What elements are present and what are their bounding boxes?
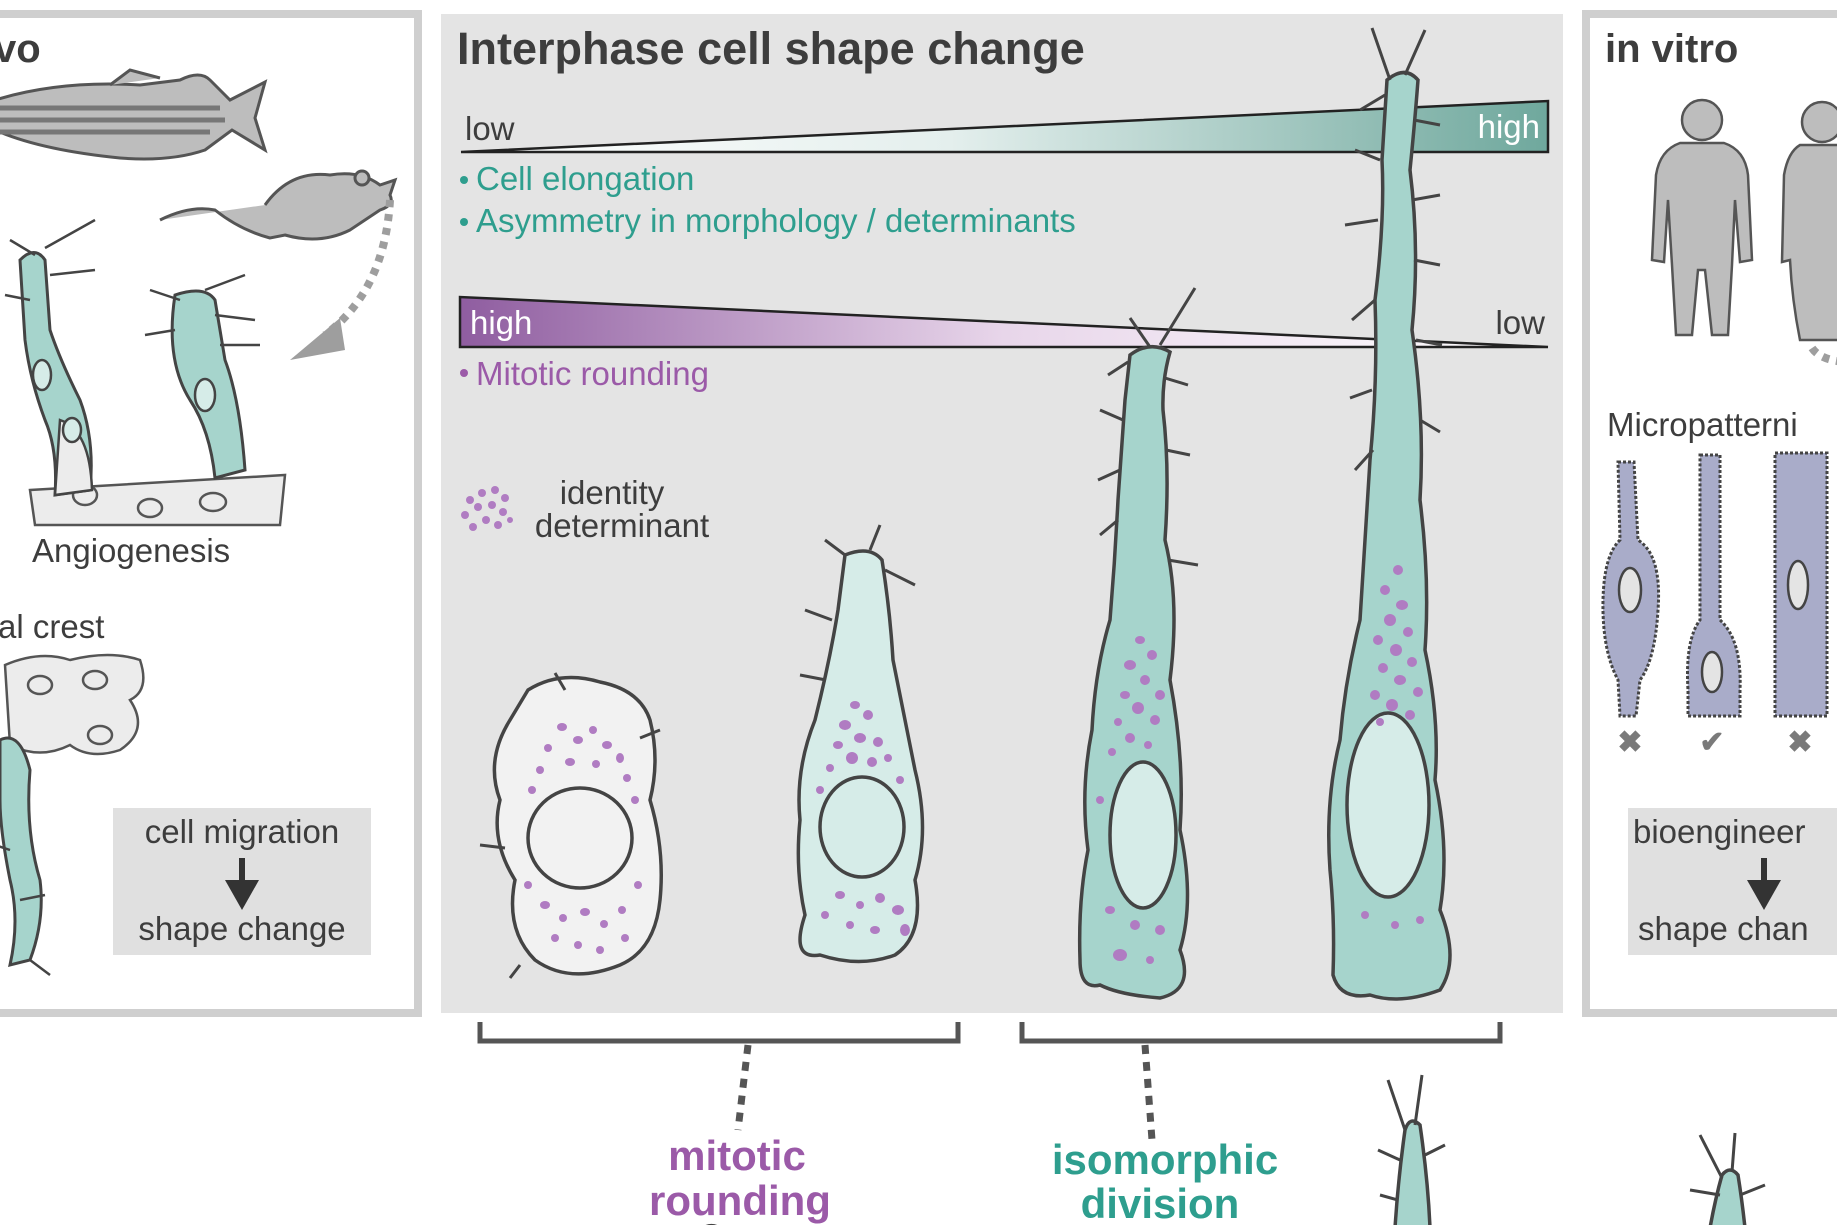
cross-icon: ✖ <box>1787 726 1812 759</box>
cell-migration-label: cell migration <box>145 813 339 850</box>
neural-crest-label: al crest <box>0 608 104 645</box>
bar1-low-label: low <box>465 110 515 147</box>
bullet-dot <box>460 176 468 184</box>
mitotic-rounding-line2: rounding <box>649 1177 831 1224</box>
zebrafish-icon <box>0 68 268 161</box>
shape-change-label-right: shape chan <box>1638 910 1809 947</box>
determinant-dots <box>1096 636 1165 964</box>
bullet-cell-elongation: Cell elongation <box>476 160 694 197</box>
center-panel-title: Interphase cell shape change <box>457 23 1085 74</box>
cell-pear <box>796 524 925 964</box>
bottom-cell-tip <box>1689 1132 1766 1225</box>
dotted-arrow-right <box>1808 345 1837 366</box>
bar2-high-label: high <box>470 304 532 341</box>
neural-crest-illustration <box>0 653 145 976</box>
bracket-mitotic <box>477 1022 961 1044</box>
bracket-isomorphic <box>1019 1022 1503 1044</box>
left-panel-title: vo <box>0 27 41 71</box>
legend-identity: identity <box>560 474 665 511</box>
rounding-gradient-bar <box>458 295 1549 349</box>
bioengineering-box <box>1628 808 1837 955</box>
isomorphic-division-line2: division <box>1081 1180 1240 1225</box>
mitotic-rounding-line1: mitotic <box>668 1132 806 1179</box>
bar1-high-label: high <box>1478 108 1540 145</box>
arrow-down-icon <box>225 880 259 910</box>
determinant-dots <box>1361 565 1424 929</box>
human-icon <box>1650 98 1754 337</box>
angiogenesis-label: Angiogenesis <box>32 532 230 569</box>
dotted-connector-mitotic <box>734 1044 752 1131</box>
determinant-legend-icon <box>461 486 513 531</box>
bottom-section: mitotic rounding isomorphic division <box>477 1022 1766 1225</box>
cell-highly-elongated <box>1327 27 1452 1001</box>
bullet-mitotic-rounding: Mitotic rounding <box>476 355 709 392</box>
bar2-low-label: low <box>1495 304 1545 341</box>
check-icon: ✔ <box>1699 726 1724 759</box>
center-panel: Interphase cell shape change low high Ce… <box>441 14 1563 1013</box>
arrow-head-icon <box>290 318 345 360</box>
legend-determinant: determinant <box>535 507 709 544</box>
determinant-dots <box>524 723 642 954</box>
determinant-dots <box>816 701 910 936</box>
vessel-illustration <box>4 218 287 527</box>
right-panel-title: in vitro <box>1605 27 1738 71</box>
shape-change-label-left: shape change <box>138 910 345 947</box>
cross-icon: ✖ <box>1617 726 1642 759</box>
cell-elongated <box>1077 287 1199 1000</box>
dotted-connector-isomorphic <box>1141 1044 1156 1141</box>
arrow-down-icon <box>1747 880 1781 910</box>
bioengineering-label: bioengineer <box>1633 813 1805 850</box>
bullet-dot <box>460 369 468 377</box>
micropatterning-label: Micropatterni <box>1607 406 1798 443</box>
right-panel: in vitro Micropatterni ✖ ✔ ✖ bioengineer… <box>1582 10 1837 1017</box>
mouse-icon <box>159 169 398 241</box>
bottom-cell-tip <box>1377 1074 1446 1225</box>
bullet-asymmetry: Asymmetry in morphology / determinants <box>476 202 1076 239</box>
elongation-gradient-bar <box>460 99 1550 154</box>
micropattern-cells <box>1601 451 1829 718</box>
cell-round <box>479 672 663 979</box>
bullet-dot <box>460 218 468 226</box>
dotted-arrow-left <box>322 199 394 339</box>
isomorphic-division-line1: isomorphic <box>1052 1136 1278 1183</box>
left-panel: vo <box>0 10 422 1017</box>
human-icon <box>1780 100 1837 342</box>
